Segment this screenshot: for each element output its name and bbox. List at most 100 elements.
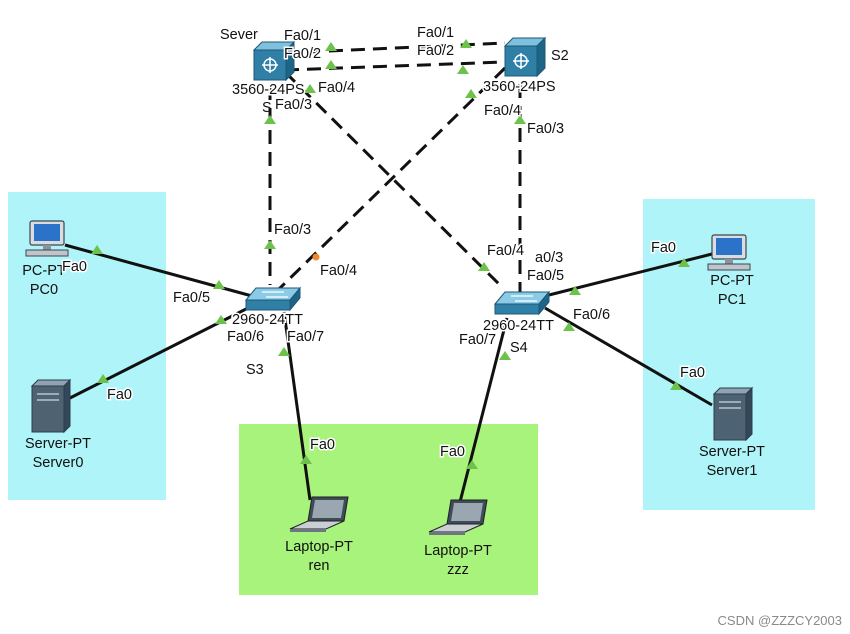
port-label: Fa0/7	[459, 332, 496, 348]
pc1-device[interactable]	[707, 234, 751, 271]
port-label: Fa0/2	[284, 46, 321, 62]
port-label: Fa0	[310, 437, 335, 453]
port-up-indicator	[499, 351, 511, 360]
bottom-area-zone	[239, 424, 538, 595]
pc1-type-label: PC-PT	[710, 273, 754, 289]
s4-model-label: 2960-24TT	[483, 318, 554, 334]
s3-switch[interactable]	[244, 286, 302, 312]
port-up-indicator	[300, 455, 312, 464]
watermark-text: CSDN @ZZZCY2003	[717, 613, 842, 628]
s3-model-label: 2960-24TT	[232, 312, 303, 328]
pc1-name-label: PC1	[718, 292, 746, 308]
port-up-indicator	[569, 286, 581, 295]
port-label: Fa0/1	[417, 25, 454, 41]
port-label: Fa0/3	[275, 97, 312, 113]
pc-icon	[25, 220, 69, 257]
port-label: Fa0/4	[487, 243, 524, 259]
s2-model-label: 3560-24PS	[483, 79, 556, 95]
switch-icon	[493, 290, 551, 316]
server1-name-label: Server1	[707, 463, 758, 479]
laptop-ren-device[interactable]	[289, 496, 349, 532]
laptop-zzz-name-label: zzz	[447, 562, 469, 578]
port-label: Fa0	[440, 444, 465, 460]
port-up-indicator	[457, 65, 469, 74]
port-label: Fa0/6	[227, 329, 264, 345]
s2-multilayer-switch[interactable]	[503, 36, 547, 78]
port-label: Fa0/5	[173, 290, 210, 306]
port-up-indicator	[264, 115, 276, 124]
port-label: Fa0/3	[527, 121, 564, 137]
link-sever-s2-fa02[interactable]	[284, 60, 506, 72]
link-zzz-s4[interactable]	[458, 317, 509, 503]
port-up-indicator	[460, 39, 472, 48]
link-ren-s3[interactable]	[282, 311, 312, 501]
port-label: a0/3	[535, 250, 563, 266]
multilayer-switch-icon	[252, 40, 296, 82]
server1-type-label: Server-PT	[699, 444, 765, 460]
server1-device[interactable]	[712, 386, 754, 442]
laptop-icon	[428, 499, 488, 535]
port-label: Fa0/2	[417, 43, 454, 59]
server0-name-label: Server0	[33, 455, 84, 471]
port-label: Fa0/4	[320, 263, 357, 279]
server-icon	[712, 386, 754, 442]
s4-switch[interactable]	[493, 290, 551, 316]
port-label: Fa0/4	[318, 80, 355, 96]
port-up-indicator	[465, 89, 477, 98]
link-s2-s3[interactable]	[276, 66, 507, 292]
port-pending-indicator	[312, 253, 320, 261]
port-up-indicator	[325, 42, 337, 51]
sever-device-name: Sever	[220, 27, 258, 43]
pc0-type-label: PC-PT	[22, 263, 66, 279]
port-up-indicator	[91, 245, 103, 254]
s2-device-name: S2	[551, 48, 569, 64]
port-label: Fa0/3	[274, 222, 311, 238]
port-label: Fa0/7	[287, 329, 324, 345]
link-pc1-s4[interactable]	[544, 252, 713, 298]
multilayer-switch-icon	[503, 36, 547, 78]
link-sever-s4[interactable]	[283, 70, 502, 287]
port-up-indicator	[466, 460, 478, 469]
port-up-indicator	[215, 315, 227, 324]
laptop-zzz-type-label: Laptop-PT	[424, 543, 492, 559]
server-icon	[30, 378, 72, 434]
laptop-zzz-device[interactable]	[428, 499, 488, 535]
sever-multilayer-switch[interactable]	[252, 40, 296, 82]
port-status-markers	[91, 39, 690, 469]
port-up-indicator	[278, 347, 290, 356]
port-up-indicator	[213, 280, 225, 289]
port-label: Fa0	[680, 365, 705, 381]
pc0-name-label: PC0	[30, 282, 58, 298]
pc-icon	[707, 234, 751, 271]
server0-type-label: Server-PT	[25, 436, 91, 452]
laptop-icon	[289, 496, 349, 532]
port-label: Fa0	[62, 259, 87, 275]
port-up-indicator	[478, 262, 490, 271]
server0-device[interactable]	[30, 378, 72, 434]
port-up-indicator	[514, 115, 526, 124]
laptop-ren-name-label: ren	[309, 558, 330, 574]
port-label: Fa0/1	[284, 28, 321, 44]
port-up-indicator	[264, 240, 276, 249]
port-up-indicator	[304, 84, 316, 93]
s4-device-name: S4	[510, 340, 528, 356]
port-label: Fa0/4	[484, 103, 521, 119]
switch-icon	[244, 286, 302, 312]
s3-device-name: S3	[246, 362, 264, 378]
port-up-indicator	[97, 374, 109, 383]
port-up-indicator	[678, 258, 690, 267]
port-up-indicator	[325, 60, 337, 69]
pc0-device[interactable]	[25, 220, 69, 257]
port-label: Fa0	[651, 240, 676, 256]
port-label: Fa0	[107, 387, 132, 403]
sever-partial-label: S	[262, 100, 272, 116]
laptop-ren-type-label: Laptop-PT	[285, 539, 353, 555]
port-label: Fa0/6	[573, 307, 610, 323]
port-up-indicator	[563, 322, 575, 331]
sever-model-label: 3560-24PS	[232, 82, 305, 98]
port-label: Fa0/5	[527, 268, 564, 284]
links	[64, 41, 713, 503]
link-server1-s4[interactable]	[544, 306, 713, 407]
port-up-indicator	[670, 381, 682, 390]
